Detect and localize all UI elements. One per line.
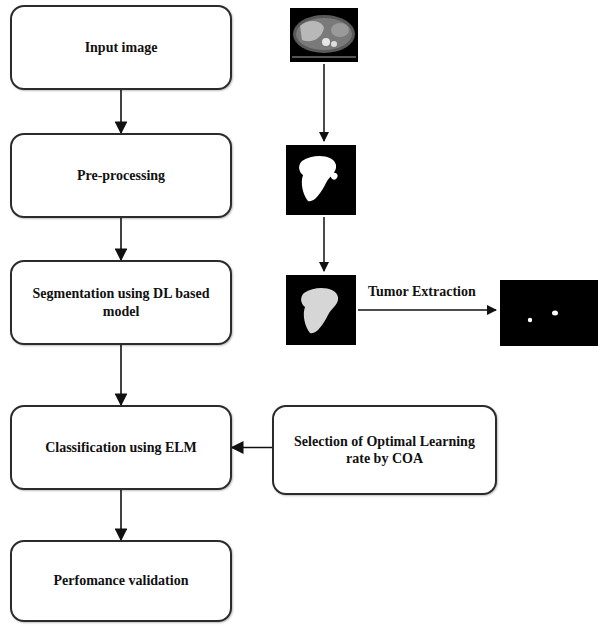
process-box: Classification using ELM — [10, 405, 232, 490]
flow-arrow — [120, 345, 122, 405]
flow-arrow — [120, 490, 122, 540]
box-text: Classification using ELM — [45, 439, 197, 457]
box-text: Perfomance validation — [54, 572, 189, 590]
box-text: Segmentation using DL based model — [22, 285, 220, 320]
flow-arrow — [120, 218, 122, 260]
process-box: Perfomance validation — [10, 540, 232, 622]
process-box: Input image — [10, 5, 232, 90]
process-box: Pre-processing — [10, 133, 232, 218]
segmented-liver-image — [286, 275, 356, 345]
tumor-image — [500, 280, 598, 346]
image-arrow — [323, 64, 325, 141]
step-label: Tumor Extraction — [366, 284, 478, 300]
flow-arrow — [232, 447, 272, 449]
ct-scan-image — [290, 8, 358, 62]
process-box: Selection of Optimal Learning rate by CO… — [272, 405, 497, 495]
liver-mask-image — [286, 145, 356, 215]
image-arrow — [323, 217, 325, 271]
image-arrow — [358, 309, 496, 311]
box-text: Pre-processing — [77, 167, 165, 185]
flow-arrow — [120, 90, 122, 133]
box-text: Input image — [85, 39, 158, 57]
process-box: Segmentation using DL based model — [10, 260, 232, 345]
box-text: Selection of Optimal Learning rate by CO… — [284, 433, 485, 468]
